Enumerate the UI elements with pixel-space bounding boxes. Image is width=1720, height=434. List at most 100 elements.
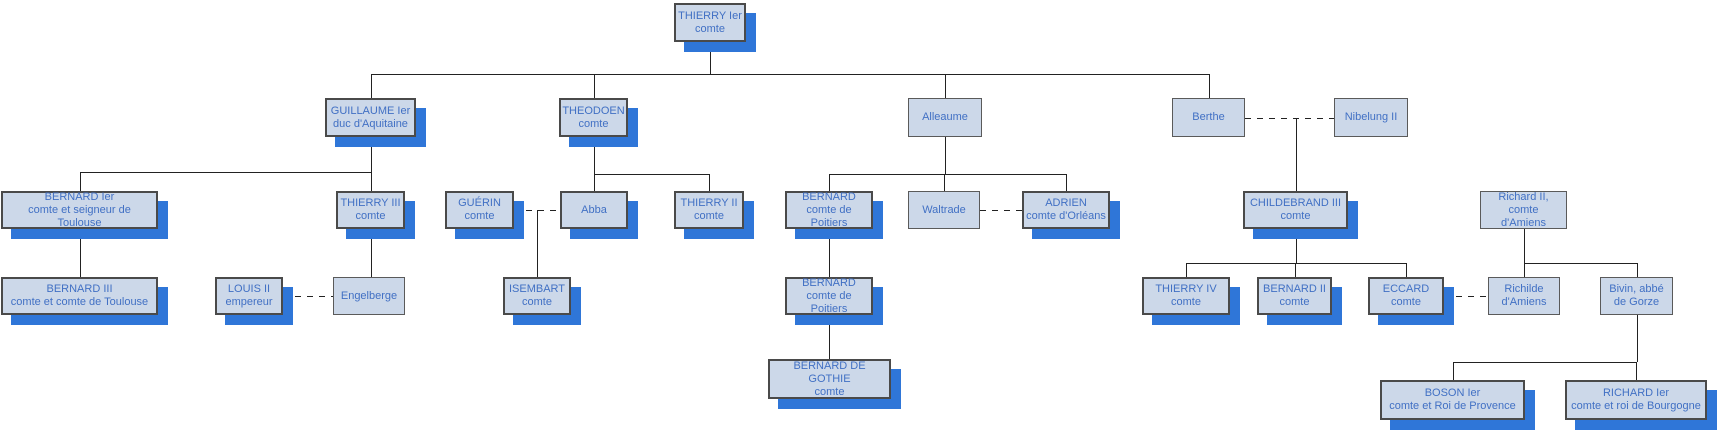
connector-line-vertical [1209, 74, 1210, 98]
person-name: Bivin, abbé [1609, 283, 1664, 295]
person-title: comte de Poitiers [806, 289, 852, 315]
person-name: GUÉRIN [458, 197, 501, 209]
connector-line-vertical [371, 137, 372, 172]
person-title: comte [1171, 296, 1201, 308]
person-name: RICHARD Ier [1602, 387, 1669, 399]
person-title: de Gorze [1613, 296, 1660, 308]
connector-line-vertical [594, 174, 595, 191]
person-node-abba[interactable]: Abba [560, 191, 628, 229]
connector-bus-line [1452, 362, 1637, 363]
person-name: Waltrade [922, 203, 966, 216]
connector-bus-line [79, 172, 372, 173]
connector-line-vertical [80, 172, 81, 191]
connector-line-vertical [1406, 263, 1407, 277]
person-title: comte [694, 210, 724, 222]
person-name: LOUIS II [227, 283, 271, 295]
person-name: GUILLAUME Ier [330, 104, 411, 117]
person-name: Engelberge [340, 289, 398, 302]
person-name: BERNARD II [1263, 283, 1326, 295]
marriage-dashed-line [980, 210, 1022, 211]
connector-line-vertical [1066, 174, 1067, 191]
connector-line-vertical [829, 174, 830, 191]
marriage-dashed-line [1444, 296, 1488, 297]
person-title: comte [695, 22, 725, 35]
person-title: d'Amiens [1501, 216, 1546, 229]
person-title: duc d'Aquitaine [333, 117, 408, 130]
person-node-alleaume[interactable]: Alleaume [908, 98, 982, 137]
connector-line-vertical [371, 172, 372, 191]
person-name: BERNARD III [46, 283, 113, 295]
person-name: Abba [581, 203, 607, 216]
connector-bus-line [1186, 263, 1407, 264]
connector-line-vertical [1524, 263, 1525, 277]
connector-line-vertical [371, 74, 372, 98]
connector-bus-line [1524, 263, 1638, 264]
connector-bus-line [370, 74, 1210, 75]
marriage-dashed-line [1245, 118, 1334, 119]
connector-line-vertical [944, 174, 945, 191]
connector-line-vertical [371, 229, 372, 277]
person-title: comte [355, 210, 386, 222]
connector-line-vertical [829, 315, 830, 359]
person-name: Berthe [1192, 111, 1225, 123]
person-title: comte [1280, 210, 1311, 222]
connector-line-vertical [829, 229, 830, 277]
person-name: ADRIEN [1045, 197, 1087, 209]
connector-line-vertical [1296, 118, 1297, 191]
connector-line-vertical [594, 137, 595, 174]
person-title: comte [814, 385, 845, 398]
connector-bus-line [829, 174, 1067, 175]
person-node-berthe[interactable]: Berthe [1172, 98, 1245, 137]
connector-line-vertical [80, 229, 81, 277]
connector-line-vertical [1637, 315, 1638, 362]
person-node-waltrade[interactable]: Waltrade [908, 191, 980, 229]
person-title: comte et Roi de Provence [1389, 400, 1516, 412]
person-name: THIERRY IV [1155, 283, 1217, 295]
person-name: CHILDEBRAND III [1249, 197, 1342, 209]
person-node-nibelung2[interactable]: Nibelung II [1334, 98, 1408, 137]
person-node-engelberge[interactable]: Engelberge [333, 277, 405, 315]
person-name: Richilde [1504, 283, 1544, 295]
person-name: BERNARD Ier [44, 190, 115, 203]
person-name: Nibelung II [1344, 111, 1398, 123]
connector-line-vertical [710, 42, 711, 74]
connector-line-vertical [537, 210, 538, 277]
person-title: comte [522, 296, 552, 308]
person-title: d'Amiens [1501, 296, 1547, 308]
connector-line-vertical [945, 74, 946, 98]
person-name: THIERRY III [340, 197, 401, 209]
person-name: BOSON Ier [1424, 387, 1481, 399]
person-name: BERNARD [802, 276, 856, 289]
connector-line-vertical [1186, 263, 1187, 277]
connector-line-vertical [945, 137, 946, 174]
connector-line-vertical [1637, 263, 1638, 277]
person-name: ISEMBART [508, 283, 566, 295]
marriage-dashed-line [283, 296, 333, 297]
person-title: comte [1391, 296, 1421, 308]
connector-line-vertical [1296, 229, 1297, 263]
